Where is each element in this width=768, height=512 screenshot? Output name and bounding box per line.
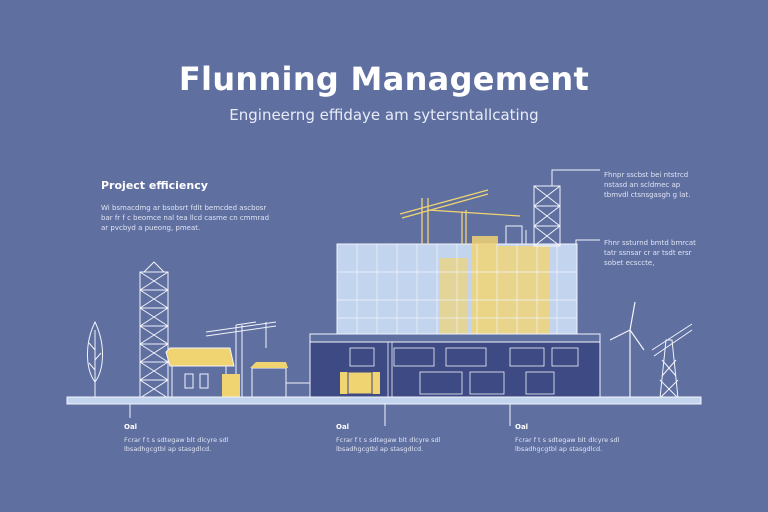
page-title: Flunning Management [178,60,590,98]
power-pylon-icon [651,323,693,399]
callout-line-right [575,239,600,256]
tower-crane-yellow [399,189,521,244]
bottom-label-2: Oal [336,423,350,431]
right-note-1: Fhnpr sscbst bei ntstrcd nstasd an scldm… [604,171,691,199]
main-building [309,236,601,399]
bottom-caption-1: Fcrar f t s sdtegaw blt dlcyre sdl lbsad… [124,436,229,453]
left-panel-text: Wi bsmacdmg ar bsobsrt fdlt bemcded ascb… [101,204,270,232]
small-crane-left [205,321,277,398]
scaffold-tower-right [505,185,561,247]
page-subtitle: Engineerng effidaye am sytersntallcating [229,106,539,124]
callout-line-top-right [551,169,600,186]
bottom-label-1: Oal [124,423,138,431]
right-note-2: Fhnr ssturnd bmtd bmrcat tatr ssnsar cr … [604,239,696,267]
lattice-tower-left [139,261,169,399]
small-house-left [165,347,333,399]
bottom-caption-2: Fcrar f t s sdtegaw blt dlcyre sdl lbsad… [336,436,441,453]
ground-line [66,396,702,405]
wind-turbine-icon [609,301,645,398]
bottom-label-3: Oal [515,423,529,431]
left-panel-title: Project efficiency [101,179,208,192]
tree-icon [87,320,103,398]
bottom-caption-3: Fcrar f t s sdtegaw blt dlcyre sdl lbsad… [515,436,620,453]
